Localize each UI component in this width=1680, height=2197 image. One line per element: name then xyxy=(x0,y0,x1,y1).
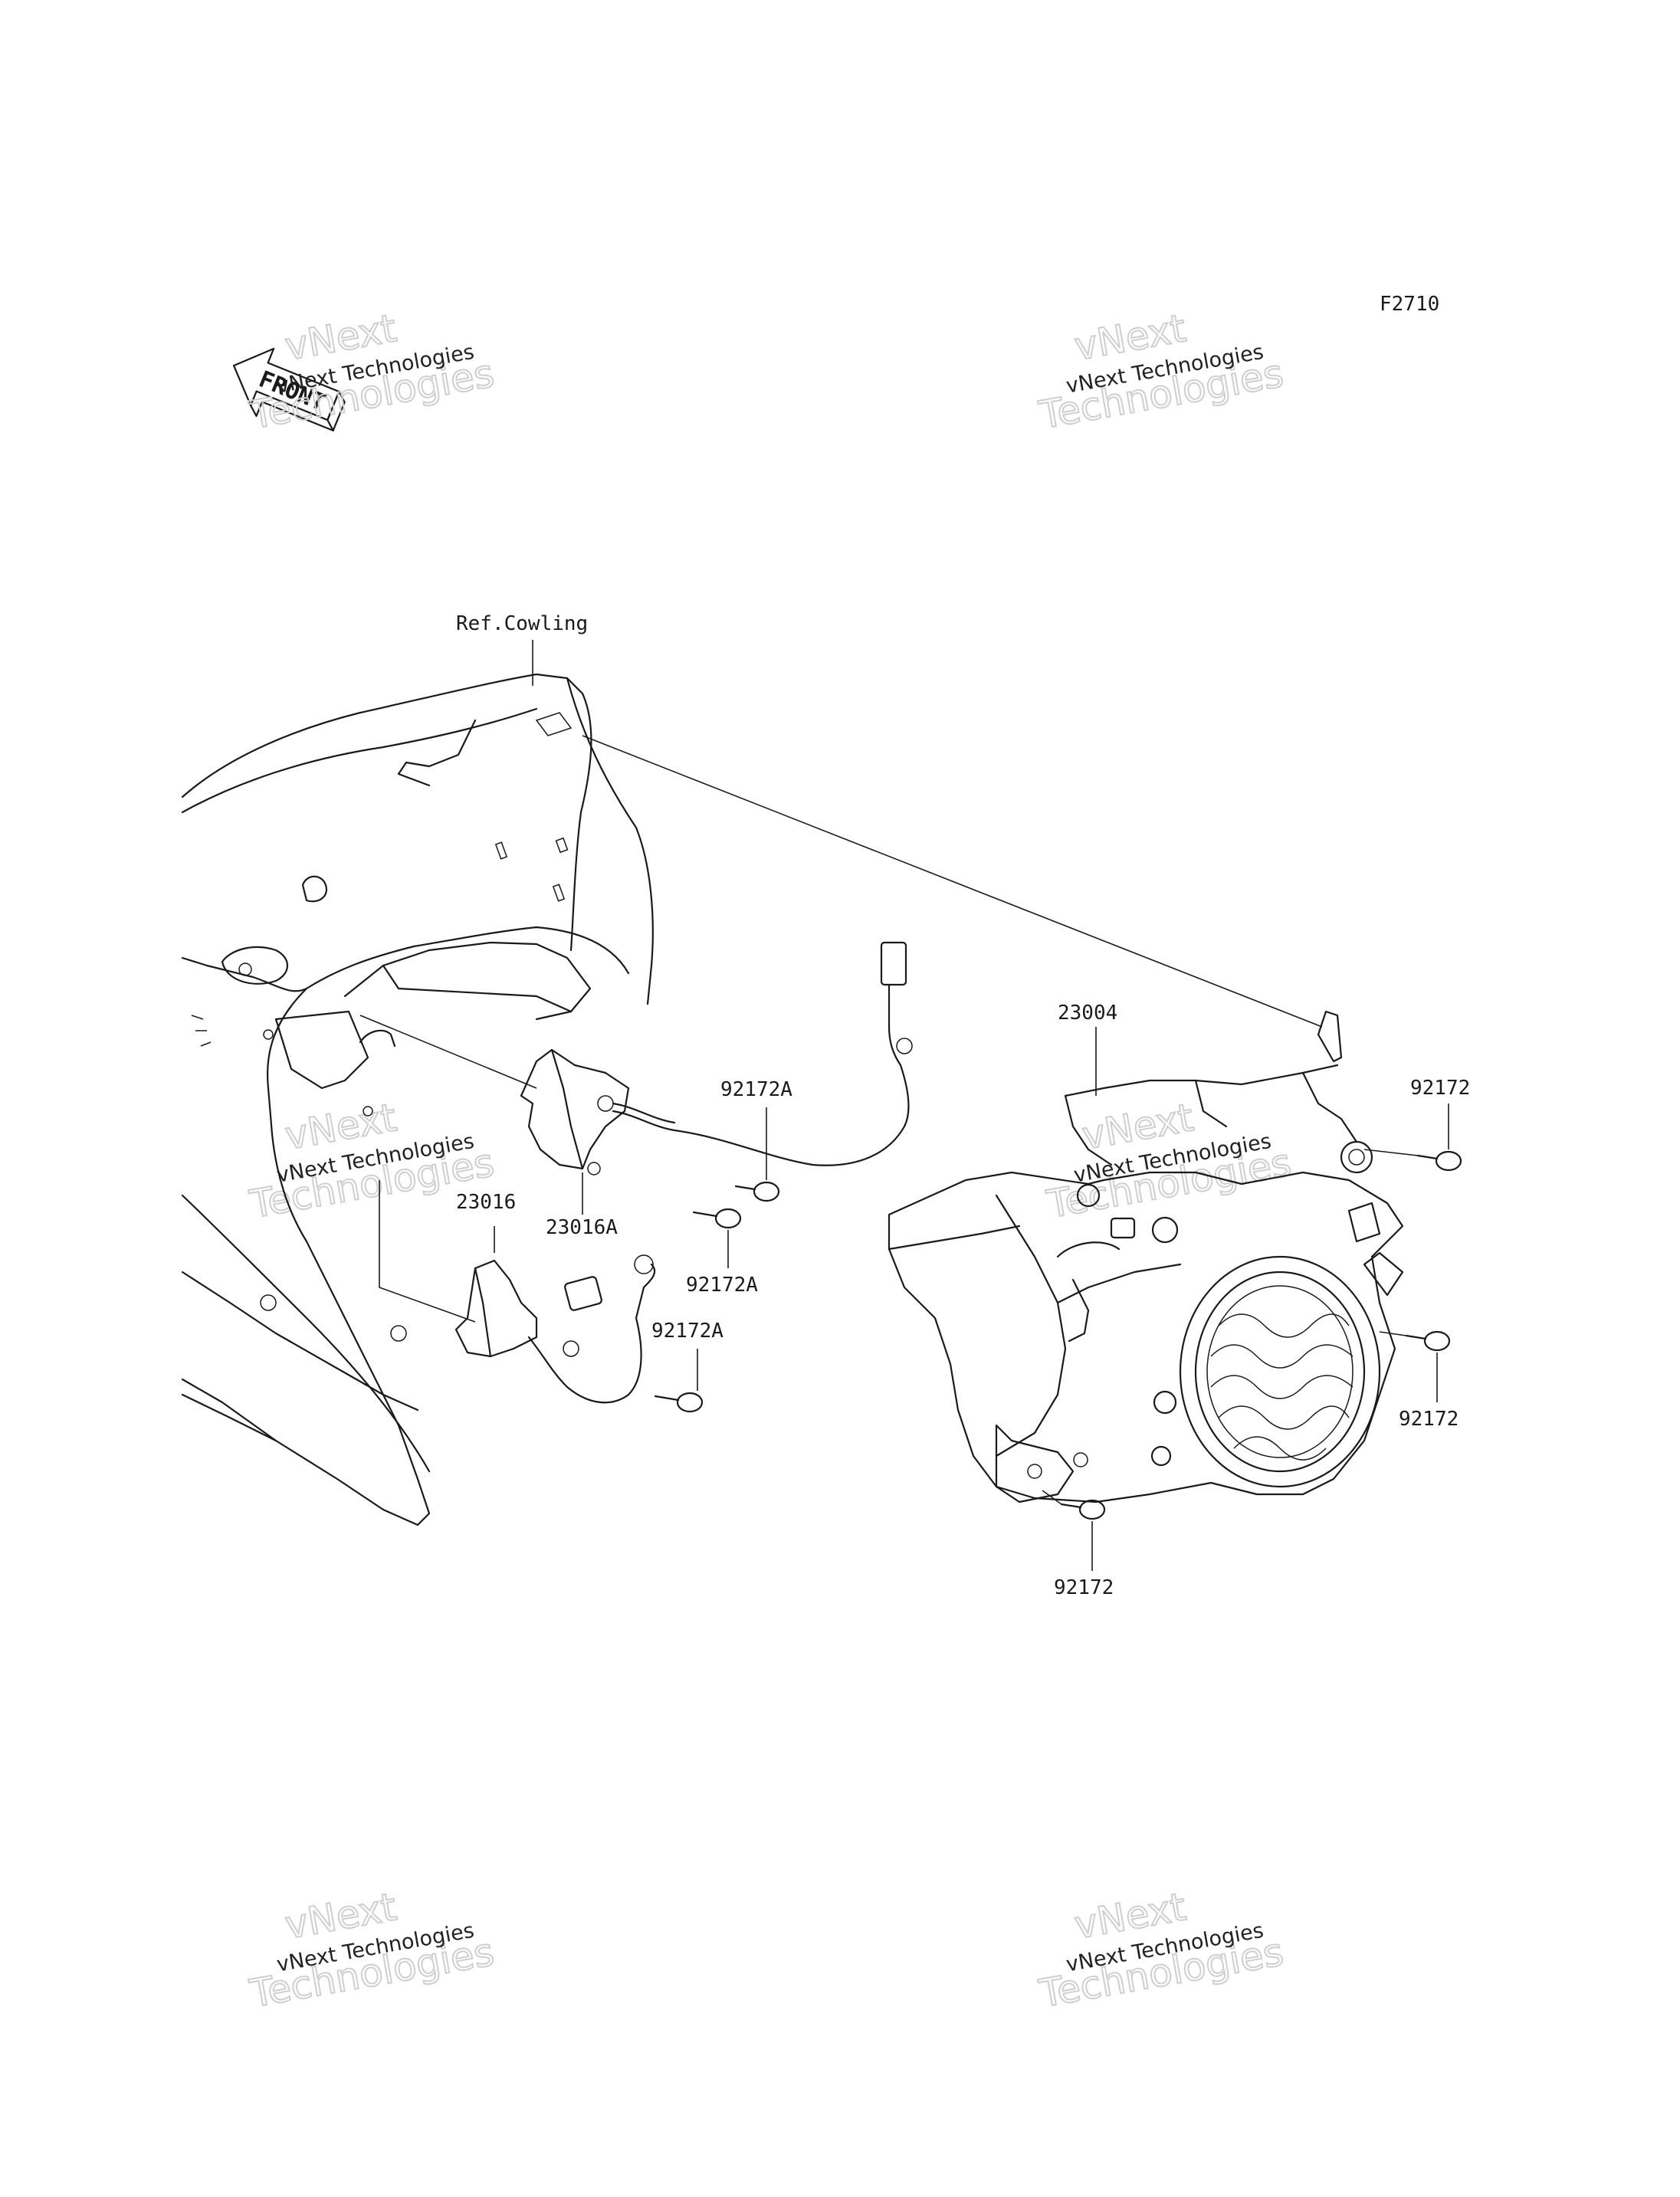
diagram-code: F2710 xyxy=(1380,293,1439,316)
cowling xyxy=(181,673,654,1526)
callout-screw-a-bottom: 92172A xyxy=(651,1320,724,1343)
callout-bracket-left: 23016 xyxy=(456,1191,516,1214)
connector-guide-line xyxy=(582,735,1323,1028)
bracket-guide-line xyxy=(359,1015,537,1089)
watermark: vNext Technologies vNext Technologies xyxy=(245,1884,497,2017)
reference-label: Ref.Cowling xyxy=(456,612,588,635)
screw-guide-line xyxy=(1042,1490,1062,1505)
bracket-23016 xyxy=(454,1254,656,1404)
screw-guide-line xyxy=(1379,1331,1407,1336)
callout-headlight-assembly: 23004 xyxy=(1058,1002,1117,1025)
headlight-assembly xyxy=(888,1010,1404,1503)
callout-screw-a-top: 92172A xyxy=(720,1078,792,1101)
watermark: vNext Technologies vNext Technologies xyxy=(1042,1094,1294,1228)
callout-screw-bottom: 92172 xyxy=(1054,1576,1114,1599)
watermark: vNext Technologies vNext Technologies xyxy=(245,305,497,438)
watermark: vNext Technologies vNext Technologies xyxy=(1035,1884,1287,2017)
callout-screw-a-middle: 92172A xyxy=(686,1274,758,1297)
screw-92172-icon xyxy=(1416,1150,1462,1172)
callout-screw-right: 92172 xyxy=(1399,1408,1459,1431)
bracket-guide-line xyxy=(379,1180,476,1323)
watermark: vNext Technologies vNext Technologies xyxy=(245,1094,497,1228)
callout-screw-top-right: 92172 xyxy=(1410,1077,1470,1100)
screw-92172-icon xyxy=(1405,1330,1451,1352)
screw-92172a-icon xyxy=(692,1208,742,1229)
screw-92172-icon xyxy=(1060,1499,1106,1520)
screw-92172a-icon xyxy=(654,1392,704,1413)
watermark: vNext Technologies vNext Technologies xyxy=(1035,305,1287,438)
callout-bracket-right: 23016A xyxy=(546,1216,618,1239)
bracket-23016a xyxy=(520,941,913,1176)
screw-guide-line xyxy=(1363,1149,1419,1156)
screw-92172a-icon xyxy=(734,1181,780,1202)
